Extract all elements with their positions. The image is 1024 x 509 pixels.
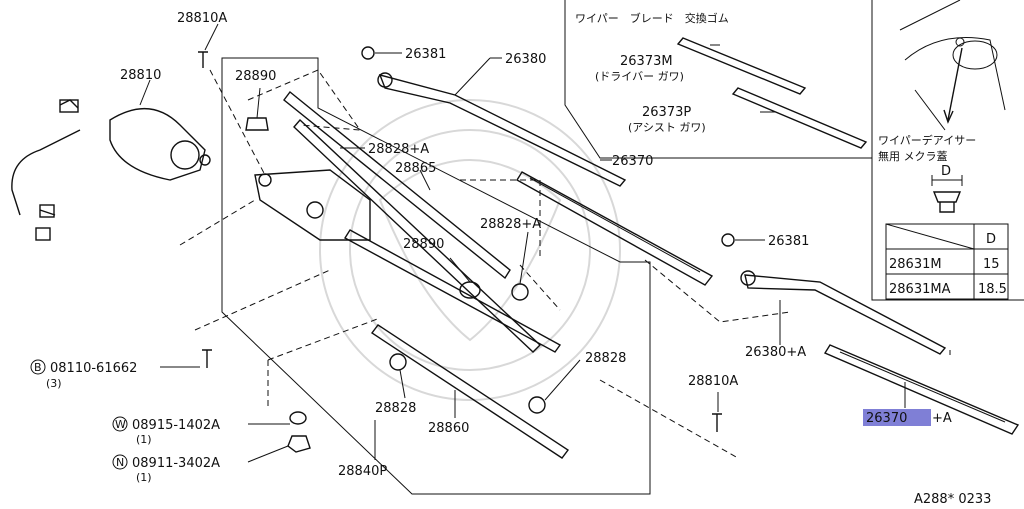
label-28810A-top[interactable]: 28810A [177, 11, 227, 26]
hood-corner-sketch [899, 0, 1006, 131]
label-28890-top[interactable]: 28890 [235, 69, 276, 84]
fastener-b-qty: (3) [46, 377, 62, 390]
fastener-w-part[interactable]: 08915-1402A [132, 418, 220, 433]
link-rod-main [344, 229, 562, 353]
blade-refill-box [564, 0, 1024, 301]
bushing-28828-right [528, 396, 546, 414]
wiper-arm-26380A [740, 270, 947, 355]
wiper-blade-26370 [516, 171, 714, 286]
link-rod-28865 [283, 90, 511, 280]
label-26370[interactable]: 26370 [612, 154, 653, 169]
wiper-blade-26370A [823, 344, 1020, 435]
label-28828A-top[interactable]: 28828+A [368, 142, 429, 157]
dashed-guides [179, 69, 951, 459]
cap-box-line1: ワイパーデアイサー [878, 133, 976, 147]
refill-driver [676, 37, 807, 95]
bolt-28810A-bottom [712, 413, 722, 432]
label-28865[interactable]: 28865 [395, 161, 436, 176]
cap-table-row2-part[interactable]: 28631MA [889, 282, 951, 297]
cap-table [885, 223, 1009, 300]
label-28840P[interactable]: 28840P [338, 464, 387, 479]
bushing-28828A [511, 283, 529, 301]
label-26381-top[interactable]: 26381 [405, 47, 446, 62]
diagram-code: A288* 0233 [914, 492, 991, 507]
label-28810A-bottom[interactable]: 28810A [688, 374, 738, 389]
blade-box-driver-part[interactable]: 26373M [620, 54, 673, 69]
fastener-n-qty: (1) [136, 471, 152, 484]
link-rod-28860 [370, 324, 570, 459]
linkage-plate [254, 169, 371, 241]
fastener-n[interactable]: N 08911-3402A (1) [112, 454, 220, 484]
highlight-26370A [863, 409, 931, 426]
label-26381-right[interactable]: 26381 [768, 234, 809, 249]
washer-W [289, 411, 307, 425]
label-26370A-suffix: +A [932, 411, 952, 426]
label-28828A-mid[interactable]: 28828+A [480, 217, 541, 232]
label-26380[interactable]: 26380 [505, 52, 546, 67]
cap-table-row2-d: 18.5 [978, 282, 1007, 297]
fastener-b-symbol: B [34, 361, 42, 374]
refill-assist [731, 87, 868, 149]
blade-box-title: ワイパー ブレード 交換ゴム [575, 11, 729, 25]
label-28810[interactable]: 28810 [120, 68, 161, 83]
label-28860[interactable]: 28860 [428, 421, 469, 436]
bolt-28810A-top [198, 51, 208, 68]
cap-table-row1-part[interactable]: 28631M [889, 257, 942, 272]
cap-dim-label: D [941, 164, 951, 179]
cap-table-row1-d: 15 [983, 257, 1000, 272]
bolt-B [202, 349, 212, 368]
label-26370A-code[interactable]: 26370 [866, 411, 907, 426]
fastener-n-part[interactable]: 08911-3402A [132, 456, 220, 471]
fastener-w[interactable]: W 08915-1402A (1) [112, 416, 220, 446]
nut-N [287, 435, 311, 453]
blade-box-assist-part[interactable]: 26373P [642, 105, 691, 120]
nut-26381-right [721, 233, 735, 247]
leader-lines [139, 23, 906, 463]
blade-box-assist-note: (アシスト ガワ) [628, 121, 706, 134]
grommet-28890-top [245, 117, 269, 131]
label-28828-bottom[interactable]: 28828 [375, 401, 416, 416]
cap-table-header-d: D [986, 232, 996, 247]
cap-box-line2: 無用 メクラ蓋 [878, 149, 948, 163]
label-28828-right[interactable]: 28828 [585, 351, 626, 366]
frame-outline [221, 57, 651, 495]
bushing-28828-bottom [389, 353, 407, 371]
fastener-b[interactable]: B 08110-61662 (3) [30, 359, 137, 390]
blade-box-driver-note: (ドライバー ガワ) [595, 70, 684, 83]
fastener-w-qty: (1) [136, 433, 152, 446]
label-26380A[interactable]: 26380+A [745, 345, 806, 360]
label-28890-mid[interactable]: 28890 [403, 237, 444, 252]
fastener-w-symbol: W [115, 418, 126, 431]
wiper-motor [11, 99, 211, 241]
fastener-n-symbol: N [116, 456, 124, 469]
nut-26381-top [361, 46, 375, 60]
fastener-b-part[interactable]: 08110-61662 [50, 361, 137, 376]
cap-plug [931, 175, 963, 213]
